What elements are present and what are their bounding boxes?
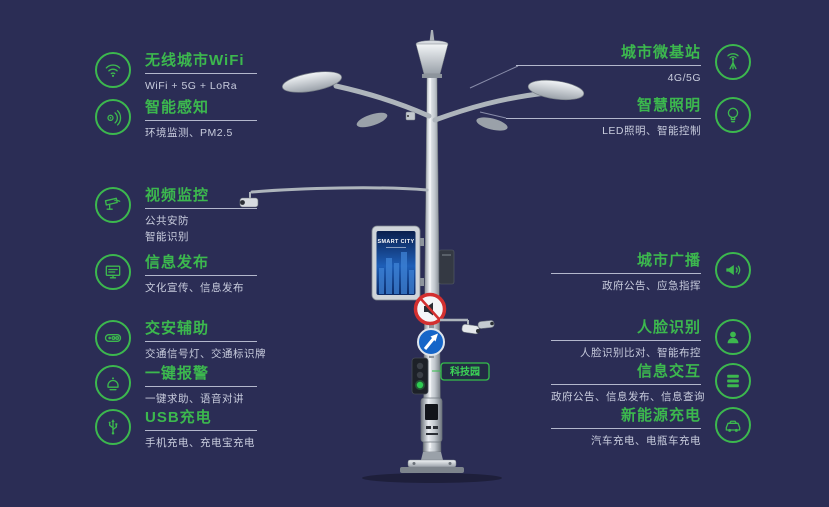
speaker-icon xyxy=(715,252,751,288)
face-icon xyxy=(715,319,751,355)
feature-subtitle: 环境监测、PM2.5 xyxy=(145,127,233,139)
antenna-icon xyxy=(715,44,751,80)
feature-title: 城市微基站 xyxy=(516,44,701,66)
feature-title: 一键报警 xyxy=(145,365,257,387)
environment-sensor-box xyxy=(405,111,416,121)
tech-park-tag-label: 科技园 xyxy=(450,365,480,378)
pole-base xyxy=(400,459,464,473)
feature-title: 视频监控 xyxy=(145,187,257,209)
ground-shadow xyxy=(362,473,502,483)
bulb-icon xyxy=(715,97,751,133)
sensor-icon xyxy=(95,99,131,135)
feature-subtitle: 汽车充电、电瓶车充电 xyxy=(591,435,701,447)
feature-item-face-recognition: 人脸识别 人脸识别比对、智能布控 xyxy=(551,319,751,362)
feature-title: 无线城市WiFi xyxy=(145,52,257,74)
usb-icon xyxy=(95,409,131,445)
feature-subtitle: 政府公告、信息发布、信息查询 xyxy=(551,391,705,403)
feature-subtitle: 手机充电、充电宝充电 xyxy=(145,437,255,449)
ev-car-icon xyxy=(715,407,751,443)
cctv-arm-camera xyxy=(239,186,429,208)
feature-subtitle: WiFi + 5G + LoRa xyxy=(145,80,238,92)
feature-item-wifi: 无线城市WiFi WiFi + 5G + LoRa xyxy=(95,52,257,95)
feature-item-info-interaction: 信息交互 政府公告、信息发布、信息查询 xyxy=(551,363,751,406)
info-screen-icon xyxy=(95,254,131,290)
feature-item-alarm: 一键报警 一键求助、语音对讲 xyxy=(95,365,257,408)
face-recognition-cameras xyxy=(440,318,495,335)
broadcast-speaker-box xyxy=(438,249,455,285)
feature-item-info-publish: 信息发布 文化宣传、信息发布 xyxy=(95,254,257,297)
wifi-icon xyxy=(95,52,131,88)
usb-charging-box xyxy=(420,397,443,443)
layers-icon xyxy=(715,363,751,399)
feature-subtitle: 政府公告、应急指挥 xyxy=(602,280,701,292)
feature-item-traffic-assist: 交安辅助 交通信号灯、交通标识牌 xyxy=(95,320,266,363)
feature-item-broadcast: 城市广播 政府公告、应急指挥 xyxy=(551,252,751,295)
alarm-icon xyxy=(95,365,131,401)
traffic-signal xyxy=(411,357,429,395)
sign-mount xyxy=(429,296,434,358)
feature-subtitle: LED照明、智能控制 xyxy=(602,125,701,137)
feature-title: 交安辅助 xyxy=(145,320,257,342)
feature-title: 信息交互 xyxy=(551,363,701,385)
feature-subtitle: 人脸识别比对、智能布控 xyxy=(580,347,701,359)
feature-subtitle: 一键求助、语音对讲 xyxy=(145,393,244,405)
feature-subtitle: 公共安防 智能识别 xyxy=(145,215,189,243)
feature-title: 信息发布 xyxy=(145,254,257,276)
feature-item-lighting: 智慧照明 LED照明、智能控制 xyxy=(506,97,751,140)
tech-park-tag: 科技园 xyxy=(432,362,490,381)
feature-item-ev-charge: 新能源充电 汽车充电、电瓶车充电 xyxy=(551,407,751,450)
screen-text: SMART CITY xyxy=(378,239,415,245)
feature-title: 城市广播 xyxy=(551,252,701,274)
no-honking-sign xyxy=(413,292,447,326)
leader-line-lighting xyxy=(479,111,507,119)
feature-item-base-station: 城市微基站 4G/5G xyxy=(516,44,751,87)
feature-subtitle: 4G/5G xyxy=(667,72,701,84)
traffic-light-icon xyxy=(95,320,131,356)
blue-arrow-sign xyxy=(417,328,445,356)
feature-title: 人脸识别 xyxy=(551,319,701,341)
feature-title: 智能感知 xyxy=(145,99,257,121)
lamp-arms xyxy=(282,71,585,131)
feature-title: 新能源充电 xyxy=(551,407,701,429)
top-lamp xyxy=(415,30,449,78)
led-display-screen: SMART CITY xyxy=(371,225,424,301)
cctv-camera-icon xyxy=(95,187,131,223)
leader-line-base-station xyxy=(469,65,519,89)
feature-item-video: 视频监控 公共安防 智能识别 xyxy=(95,187,257,246)
feature-subtitle: 交通信号灯、交通标识牌 xyxy=(145,348,266,360)
feature-subtitle: 文化宣传、信息发布 xyxy=(145,282,244,294)
feature-item-usb-charge: USB充电 手机充电、充电宝充电 xyxy=(95,409,257,452)
feature-item-sensing: 智能感知 环境监测、PM2.5 xyxy=(95,99,257,142)
feature-title: 智慧照明 xyxy=(506,97,701,119)
feature-title: USB充电 xyxy=(145,409,257,431)
